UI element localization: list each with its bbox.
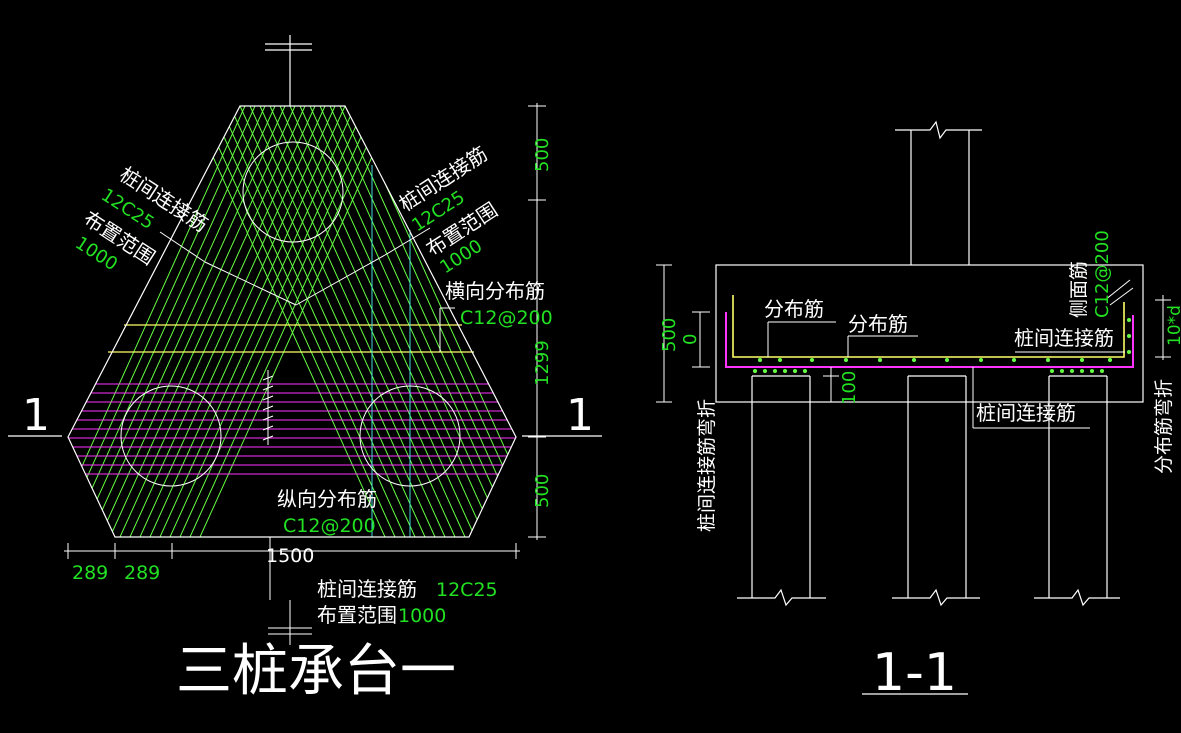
- transverse-name: 横向分布筋: [445, 279, 545, 303]
- distribution-2: 分布筋: [848, 312, 908, 336]
- dim-mid: 1299: [532, 340, 553, 386]
- bottom-note-range-val: 1000: [398, 605, 446, 627]
- left-vertical-note: 桩间连接筋弯折: [696, 399, 718, 532]
- section-cap-outline: [715, 264, 1144, 403]
- column: [895, 120, 982, 265]
- right-vertical-note: 分布筋弯折: [1153, 379, 1175, 474]
- centerline-ticks: [262, 370, 312, 645]
- dim-right: 10*d: [1165, 305, 1181, 346]
- bottom-dimension-line: [64, 543, 520, 559]
- section-mark-right: 1: [566, 390, 594, 441]
- pile-right: [359, 385, 461, 487]
- section-right-dims: [1155, 295, 1171, 360]
- section-mark-left: 1: [22, 390, 50, 441]
- right-dimension-line: [528, 103, 546, 540]
- yellow-transverse-bars: [108, 324, 474, 353]
- longitudinal-name: 纵向分布筋: [277, 487, 377, 511]
- dim-left1: 289: [72, 562, 108, 584]
- plan-title: 三桩承台一: [176, 639, 456, 704]
- side-bar-name: 侧面筋: [1068, 261, 1090, 318]
- section-leaders: [767, 279, 1134, 429]
- section-view: 分布筋 分布筋 桩间连接筋 桩间连接筋 侧面筋 C12@200 桩间连接筋弯折 …: [656, 120, 1181, 703]
- pile-cap-outline: [67, 105, 517, 538]
- connect-bar-1: 桩间连接筋: [1014, 326, 1114, 350]
- rebar-dots: [753, 318, 1131, 373]
- longitudinal-bar: C12@200: [283, 515, 376, 537]
- connect-bar-2: 桩间连接筋: [976, 401, 1076, 425]
- transverse-bar: C12@200: [460, 307, 553, 329]
- yellow-distribution-bar: [732, 295, 1125, 358]
- bottom-note-name: 桩间连接筋: [317, 577, 417, 601]
- section-labels: 分布筋 分布筋 桩间连接筋 桩间连接筋 侧面筋 C12@200 桩间连接筋弯折 …: [659, 230, 1181, 703]
- magenta-distribution-bars: [68, 383, 516, 475]
- dim-cover: 100: [839, 371, 860, 405]
- dim-height-a: 500: [659, 318, 680, 352]
- dim-left2: 289: [124, 562, 160, 584]
- pile-left: [120, 385, 222, 487]
- column-axis-top: [265, 35, 312, 106]
- leader-lines: [159, 227, 455, 352]
- dim-height-b: 0: [680, 334, 701, 345]
- bottom-note-bar: 12C25: [436, 579, 498, 601]
- plan-view: 桩间连接筋 12C25 布置范围 1000 桩间连接筋 12C25 布置范围 1…: [8, 35, 602, 704]
- section-left-dims: [656, 264, 839, 403]
- dim-bottom: 500: [532, 474, 553, 508]
- pile-top: [242, 141, 344, 243]
- diagonal-rebar-right-band: [68, 106, 396, 537]
- distribution-1: 分布筋: [764, 297, 824, 321]
- pile-circles: [120, 141, 461, 487]
- magenta-connect-bar: [725, 312, 1134, 368]
- side-bar-spec: C12@200: [1092, 230, 1113, 318]
- section-piles: [737, 375, 1120, 607]
- dim-width: 1500: [266, 545, 314, 567]
- dim-top: 500: [532, 138, 553, 172]
- bottom-note-range: 布置范围: [317, 603, 397, 627]
- section-title: 1-1: [872, 643, 957, 703]
